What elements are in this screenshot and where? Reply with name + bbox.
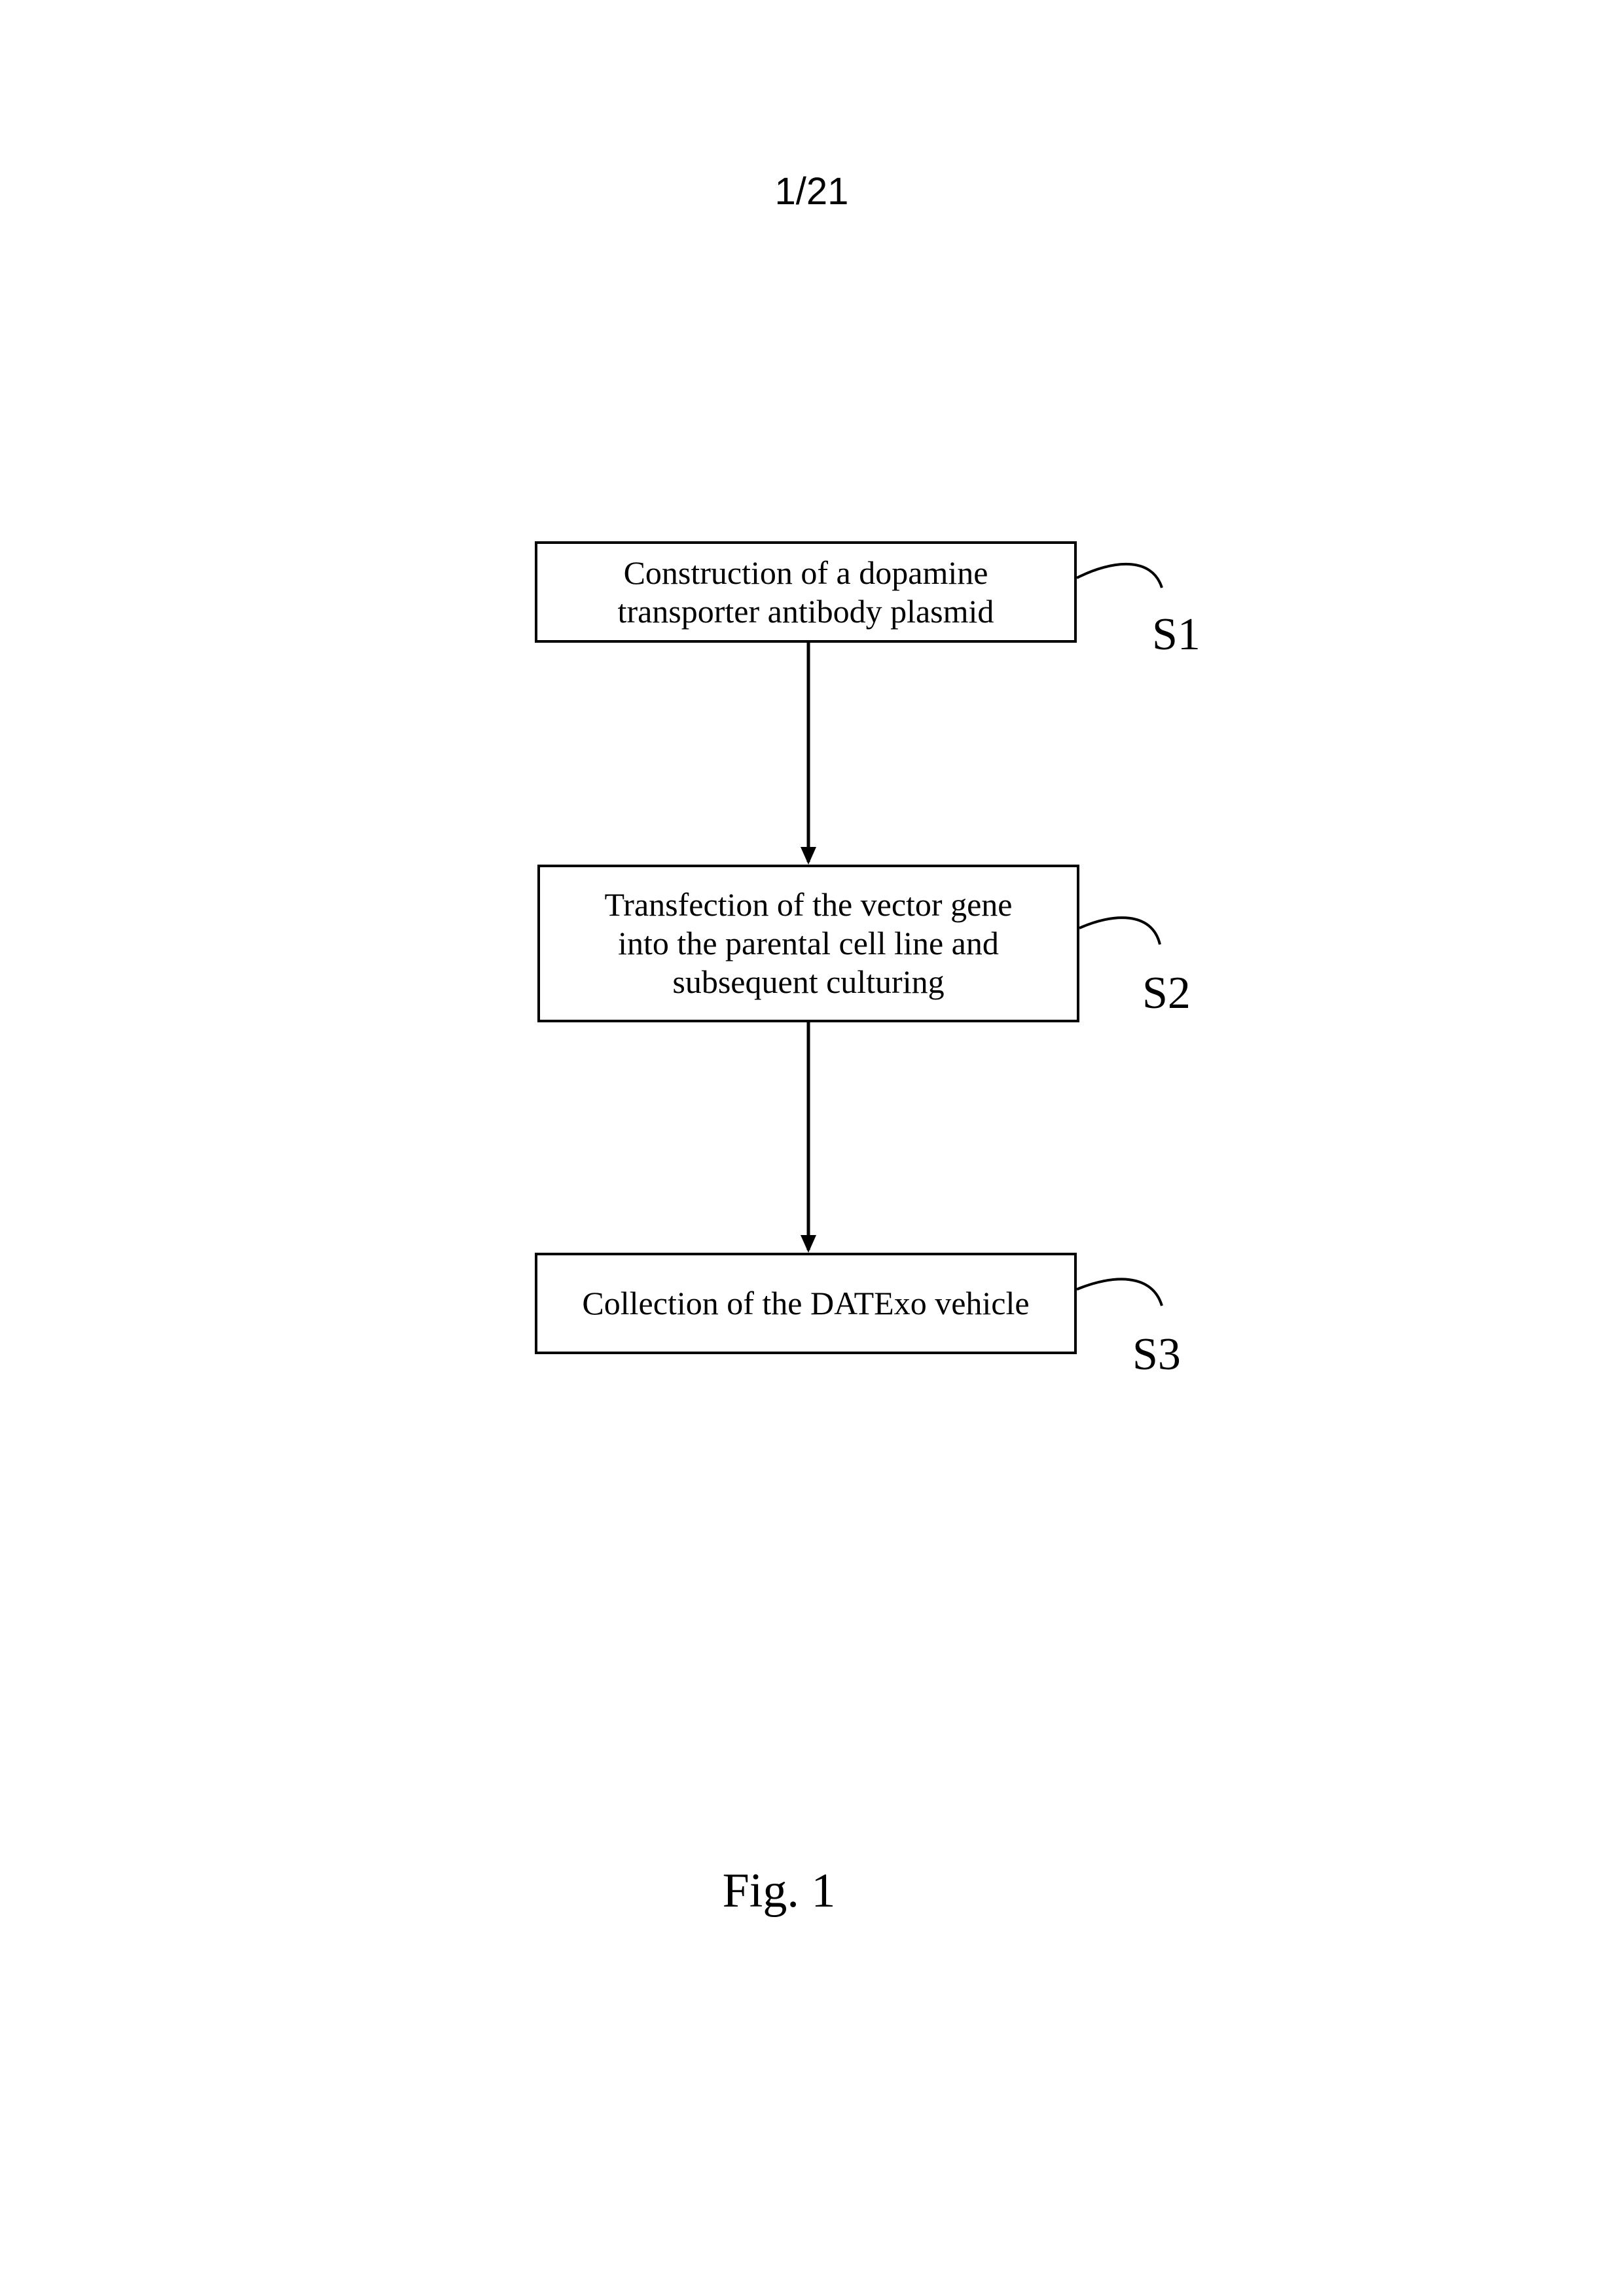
arrowhead-s1-to-s2: [801, 847, 816, 865]
step-text-line: transporter antibody plasmid: [618, 592, 994, 631]
step-label-s2: S2: [1142, 967, 1191, 1020]
arrowhead-s2-to-s3: [801, 1235, 816, 1253]
step-box-s3: Collection of the DATExo vehicle: [535, 1253, 1077, 1354]
figure-caption: Fig. 1: [681, 1863, 877, 1919]
step-text-line: Collection of the DATExo vehicle: [582, 1284, 1029, 1323]
leader-line-s3: [1077, 1279, 1162, 1306]
step-label-s1: S1: [1152, 609, 1200, 661]
step-text-line: Transfection of the vector gene: [605, 886, 1013, 924]
step-text-line: into the parental cell line and: [618, 924, 999, 963]
step-text-line: subsequent culturing: [672, 963, 944, 1001]
step-label-s3: S3: [1132, 1329, 1181, 1381]
step-box-s1: Construction of a dopamine transporter a…: [535, 541, 1077, 643]
step-box-s2: Transfection of the vector gene into the…: [537, 865, 1079, 1022]
leader-line-s1: [1077, 564, 1162, 588]
step-text-line: Construction of a dopamine: [624, 554, 988, 592]
leader-line-s2: [1079, 918, 1160, 944]
